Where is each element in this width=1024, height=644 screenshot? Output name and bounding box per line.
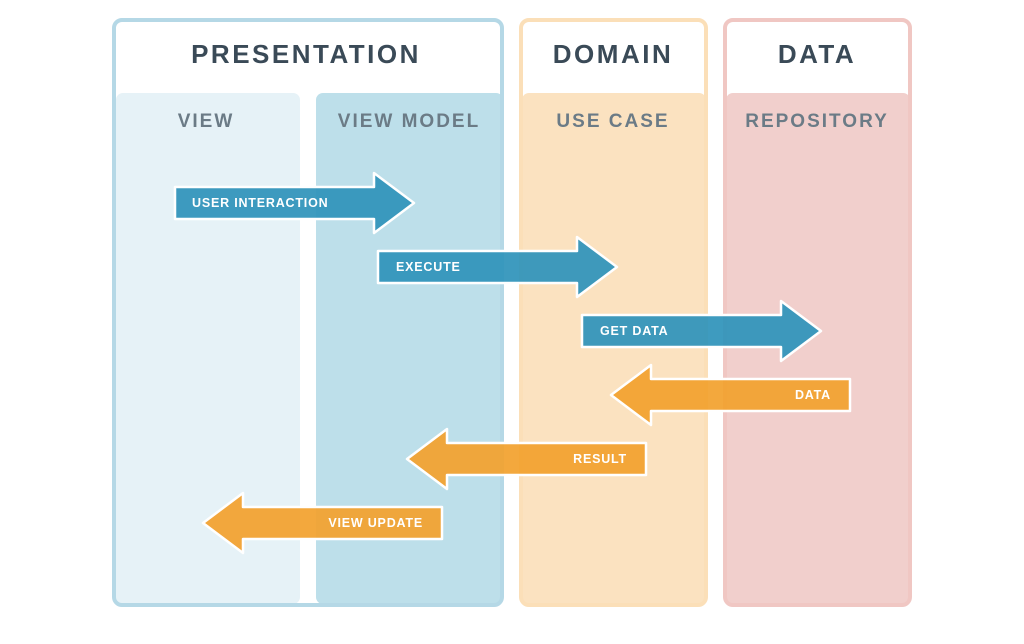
arrow-get-data-label: GET DATA: [600, 324, 668, 338]
layer-domain-frame: [519, 18, 708, 607]
layer-title-data: DATA: [778, 39, 856, 69]
arrow-view-update-label: VIEW UPDATE: [328, 516, 423, 530]
arrow-user-interaction: USER INTERACTION: [173, 171, 416, 235]
column-title-repository: REPOSITORY: [745, 111, 889, 132]
layer-data-frame: [723, 18, 912, 607]
arrow-result-shape: [405, 427, 648, 491]
layers: [112, 18, 912, 607]
arrow-get-data-shape: [580, 299, 823, 363]
layer-title-presentation: PRESENTATION: [191, 39, 421, 69]
arrow-result-label: RESULT: [573, 452, 627, 466]
column-title-use-case: USE CASE: [556, 111, 669, 132]
arrow-execute: EXECUTE: [376, 235, 619, 299]
layer-presentation-frame: [112, 18, 504, 607]
arrow-user-interaction-label: USER INTERACTION: [192, 196, 328, 210]
arrow-execute-shape: [376, 235, 619, 299]
column-title-view-model: VIEW MODEL: [338, 111, 480, 132]
arrows: USER INTERACTION EXECUTE GET DATA DATA R…: [173, 171, 852, 555]
layer-title-domain: DOMAIN: [553, 39, 673, 69]
arrow-view-update-shape: [201, 491, 444, 555]
arrow-data-label: DATA: [795, 388, 831, 402]
column-view-panel: [116, 93, 300, 604]
arrow-execute-label: EXECUTE: [396, 260, 461, 274]
column-use-case-panel: [522, 93, 706, 604]
column-repository-panel: [726, 93, 910, 604]
arrow-view-update: VIEW UPDATE: [201, 491, 444, 555]
arrow-data: DATA: [609, 363, 852, 427]
arrow-data-shape: [609, 363, 852, 427]
arrow-result: RESULT: [405, 427, 648, 491]
arrow-get-data: GET DATA: [580, 299, 823, 363]
column-title-view: VIEW: [178, 111, 235, 132]
arrow-user-interaction-shape: [173, 171, 416, 235]
